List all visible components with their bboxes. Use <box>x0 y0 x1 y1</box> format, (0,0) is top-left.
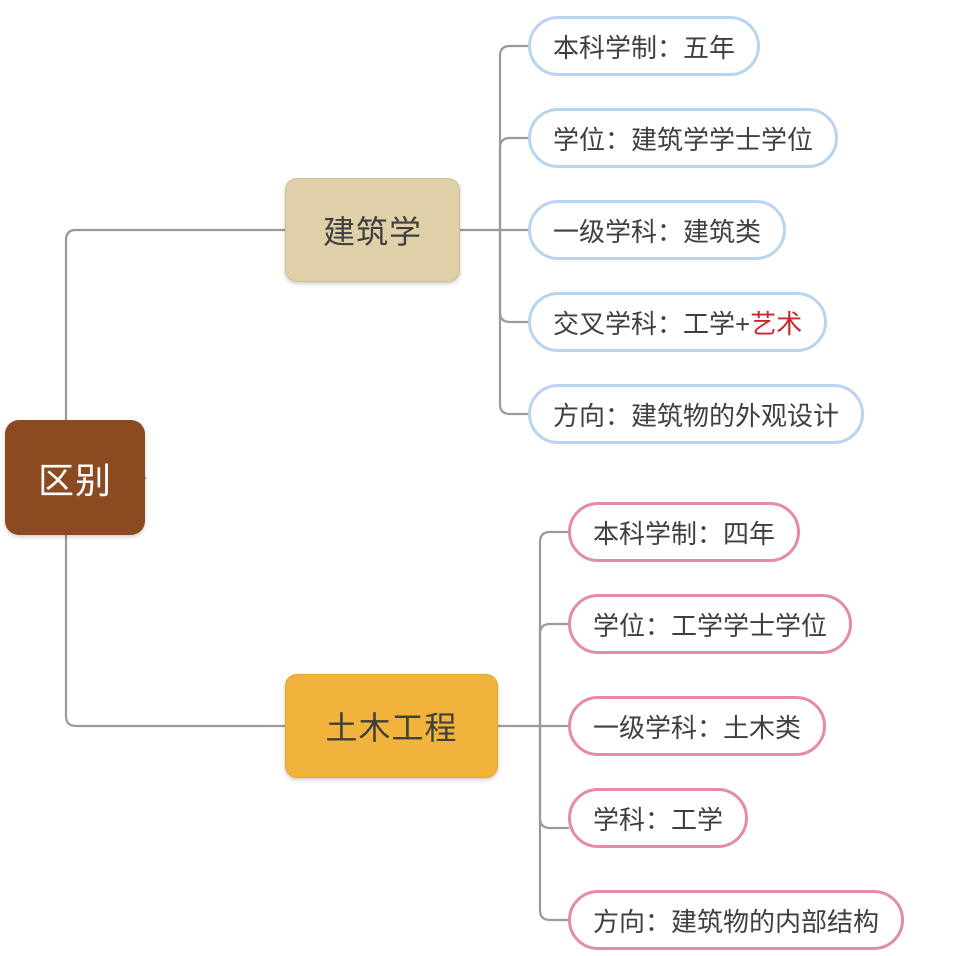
leaf-node-architecture-4-accent: 艺术 <box>750 308 803 339</box>
root-node-label: 区别 <box>37 459 112 501</box>
leaf-node-architecture-2-label: 学位：建筑学学士学位 <box>553 124 814 155</box>
edge-architecture-leaf-2 <box>498 136 530 232</box>
leaf-node-civil-4-label: 学科：工学 <box>593 804 724 835</box>
branch-node-civil-engineering-label: 土木工程 <box>325 710 458 746</box>
leaf-node-architecture-3-label: 一级学科：建筑类 <box>553 216 762 247</box>
leaf-node-civil-2-label: 学位：工学学士学位 <box>593 610 828 641</box>
branch-node-architecture-label: 建筑学 <box>322 214 422 250</box>
leaf-node-architecture-1-label: 本科学制：五年 <box>553 32 736 63</box>
edge-architecture-leaf-5 <box>498 228 530 416</box>
leaf-node-architecture-2[interactable]: 学位：建筑学学士学位 <box>528 108 839 168</box>
leaf-node-civil-5-label: 方向：建筑物的内部结构 <box>593 906 880 937</box>
root-node[interactable]: 区别 <box>5 420 145 535</box>
edge-architecture-leaf-1 <box>498 44 530 232</box>
edge-architecture-leaf-4 <box>498 228 530 324</box>
leaf-node-civil-4[interactable]: 学科：工学 <box>568 788 749 848</box>
leaf-node-architecture-3[interactable]: 一级学科：建筑类 <box>528 200 787 260</box>
leaf-node-architecture-4-prefix: 交叉学科：工学+ <box>553 308 751 339</box>
leaf-node-civil-2[interactable]: 学位：工学学士学位 <box>568 594 853 654</box>
leaf-node-architecture-1[interactable]: 本科学制：五年 <box>528 16 761 76</box>
edge-civil-leaf-2 <box>538 622 570 728</box>
leaf-node-architecture-4[interactable]: 交叉学科：工学+艺术 <box>528 292 828 352</box>
branch-node-architecture[interactable]: 建筑学 <box>285 178 460 282</box>
leaf-node-civil-3-label: 一级学科：土木类 <box>593 712 802 743</box>
leaf-node-architecture-5-label: 方向：建筑物的外观设计 <box>553 400 840 431</box>
edge-civil-leaf-1 <box>538 530 570 728</box>
edge-civil-leaf-4 <box>538 724 570 830</box>
leaf-node-architecture-5[interactable]: 方向：建筑物的外观设计 <box>528 384 865 444</box>
edge-civil-leaf-5 <box>538 724 570 922</box>
leaf-node-civil-1-label: 本科学制：四年 <box>593 518 776 549</box>
leaf-node-civil-3[interactable]: 一级学科：土木类 <box>568 696 827 756</box>
leaf-node-civil-1[interactable]: 本科学制：四年 <box>568 502 801 562</box>
branch-node-civil-engineering[interactable]: 土木工程 <box>285 674 498 778</box>
leaf-node-civil-5[interactable]: 方向：建筑物的内部结构 <box>568 890 905 950</box>
